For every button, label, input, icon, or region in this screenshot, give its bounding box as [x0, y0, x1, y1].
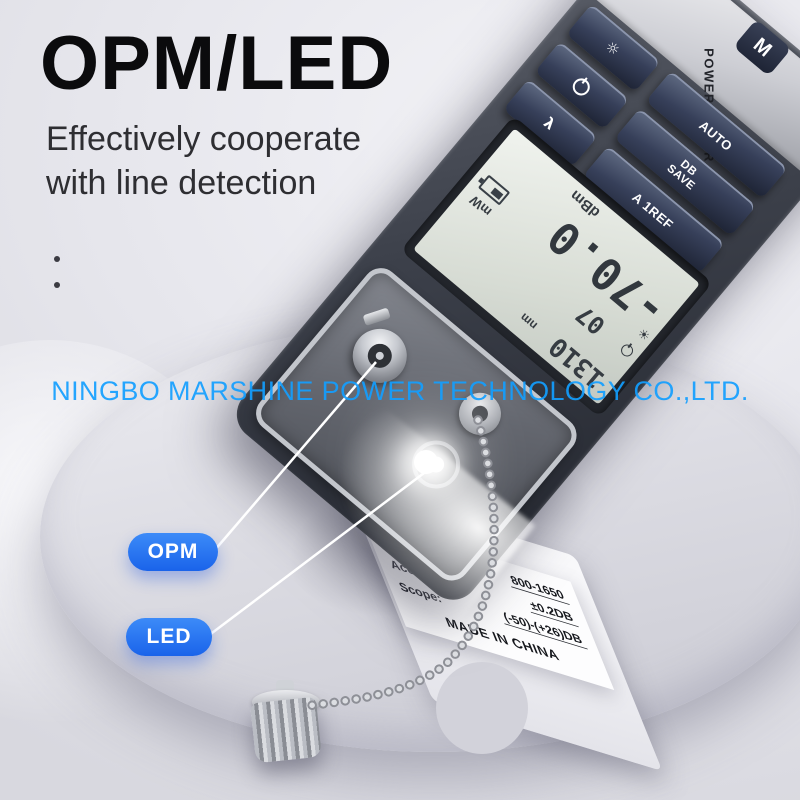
nm-unit-label: nm	[517, 310, 541, 333]
subtitle-line-1: Effectively cooperate	[46, 120, 361, 158]
brand-logo-text: M	[749, 33, 777, 62]
auto-key-label: AUTO	[696, 117, 736, 154]
sub-reading-value: 07	[570, 300, 611, 341]
page-subtitle: Effectively cooperate with line detectio…	[46, 118, 361, 205]
power-icon	[569, 74, 594, 99]
dust-cap	[250, 696, 322, 764]
company-watermark: NINGBO MARSHINE POWER TECHNOLOGY CO.,LTD…	[51, 376, 749, 406]
decor-dot-2	[54, 282, 60, 288]
page-title: OPM/LED	[40, 21, 394, 106]
led-callout-label: LED	[146, 625, 192, 648]
stand-notch	[436, 662, 528, 754]
backlight-icon: ☼	[601, 37, 624, 61]
subtitle-line-2: with line detection	[46, 163, 317, 202]
lcd-power-icon	[618, 342, 636, 359]
connector-ferrule	[362, 307, 391, 326]
led-callout-badge: LED	[126, 618, 212, 656]
decor-dot-1	[54, 256, 60, 262]
opm-callout-badge: OPM	[128, 533, 218, 571]
light-beam-core	[414, 450, 438, 474]
opm-callout-label: OPM	[147, 540, 199, 563]
lambda-icon: λ	[540, 113, 560, 134]
